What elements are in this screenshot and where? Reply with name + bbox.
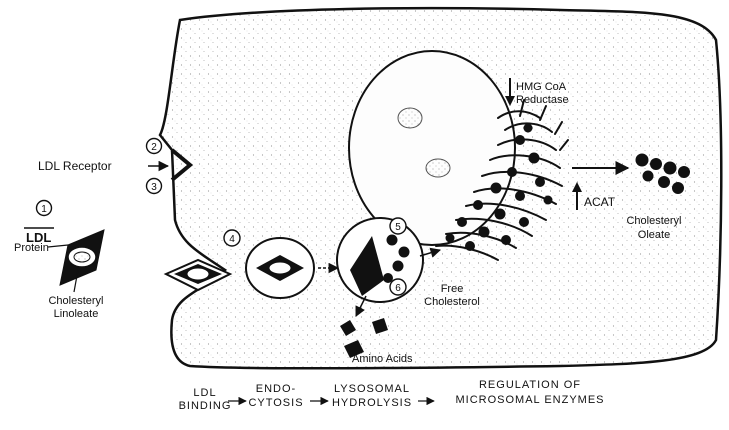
step-6-marker: 6 [390, 279, 406, 295]
ldl-receptor-label: LDL Receptor [38, 159, 112, 173]
reductase-label: Reductase [516, 94, 569, 106]
cholesteryl-oleate-label-1: Cholesteryl [626, 215, 681, 227]
regulation-caption-2: MICROSOMAL ENZYMES [456, 394, 605, 406]
regulation-caption-1: REGULATION OF [479, 379, 581, 391]
nucleolus-1 [398, 108, 422, 128]
acat-label: ACAT [584, 195, 616, 209]
step-2-number: 2 [151, 142, 157, 153]
step-3-marker: 3 [147, 179, 162, 194]
step-4-number: 4 [229, 234, 235, 245]
step-5-marker: 5 [390, 218, 406, 234]
endocytic-vesicle [246, 238, 314, 298]
lysosome [337, 218, 423, 302]
step-4-marker: 4 [224, 230, 240, 246]
cholesteryl-oleate-label-2: Oleate [638, 229, 670, 241]
step-6-number: 6 [395, 283, 401, 294]
lysosomal-caption-2: HYDROLYSIS [332, 397, 412, 409]
lysosomal-caption-1: LYSOSOMAL [334, 383, 410, 395]
step-2-marker: 2 [147, 139, 162, 154]
cholesteryl-linoleate-label-1: Cholesteryl [48, 295, 103, 307]
protein-pointer [48, 245, 68, 247]
ldl-particle [60, 230, 104, 285]
cholesteryl-linoleate-label-2: Linoleate [54, 308, 99, 320]
step-3-number: 3 [151, 182, 157, 193]
ldl-binding-caption-2: BINDING [179, 400, 232, 412]
step-5-number: 5 [395, 222, 401, 233]
endocytosis-caption-2: CYTOSIS [248, 397, 303, 409]
nucleus [349, 51, 515, 245]
amino-acids-label: Amino Acids [352, 353, 413, 365]
protein-label: Protein [14, 242, 49, 254]
step-1-marker: 1 [37, 201, 52, 216]
step-1-number: 1 [41, 204, 47, 215]
nucleolus-2 [426, 159, 450, 177]
free-cholesterol-label-1: Free [441, 283, 464, 295]
pathway-steps: LDL BINDING ENDO- CYTOSIS LYSOSOMAL HYDR… [179, 379, 605, 412]
hmg-coa-label: HMG CoA [516, 81, 567, 93]
endocytosis-caption-1: ENDO- [256, 383, 296, 395]
free-cholesterol-label-2: Cholesterol [424, 296, 480, 308]
ldl-binding-caption-1: LDL [193, 387, 216, 399]
